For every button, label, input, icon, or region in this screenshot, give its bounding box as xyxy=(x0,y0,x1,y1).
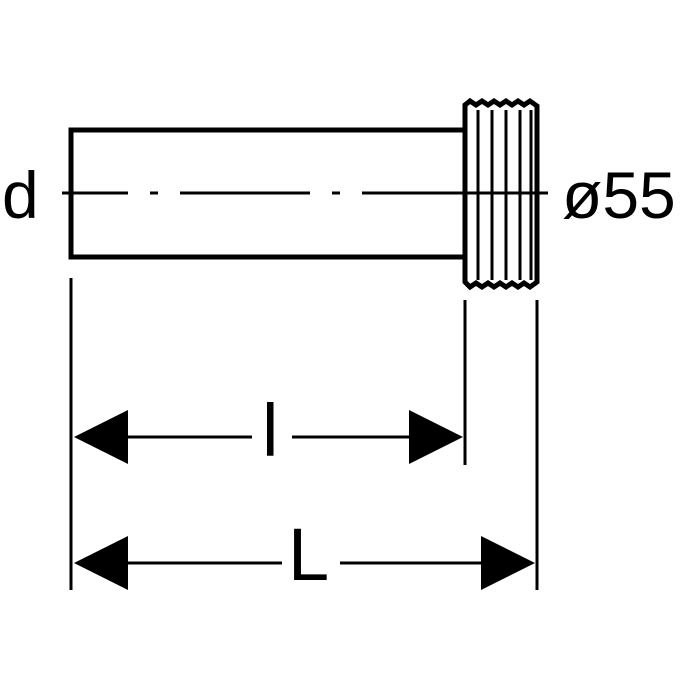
socket-threads xyxy=(476,110,533,280)
arrowhead-l-left xyxy=(74,410,128,464)
extension-lines xyxy=(69,278,539,590)
threaded-socket xyxy=(462,97,540,291)
length-l-label: l xyxy=(262,389,279,472)
socket-diameter-label: ø55 xyxy=(562,158,676,232)
diameter-d-label: d xyxy=(2,158,39,232)
arrowhead-l-right xyxy=(409,410,463,464)
arrowhead-L-right xyxy=(481,536,535,590)
arrowhead-L-left xyxy=(74,536,128,590)
socket-outline xyxy=(462,97,540,291)
length-L-label: L xyxy=(288,513,330,596)
